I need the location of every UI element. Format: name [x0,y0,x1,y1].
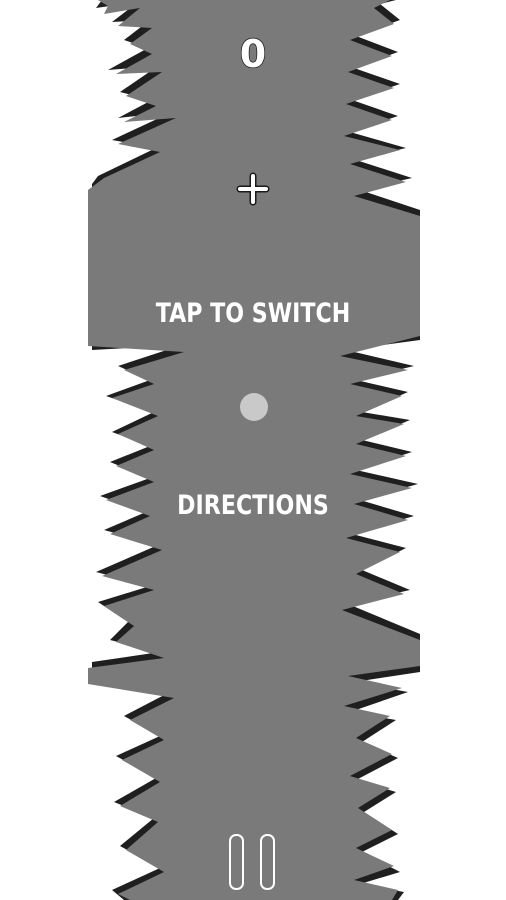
plus-icon [236,172,270,206]
instruction-text-bottom: DIRECTIONS [177,490,329,521]
cave-tunnel-body [88,0,420,900]
pause-button[interactable] [229,834,279,890]
pause-icon-bar [260,834,275,890]
instruction-text-top: TAP TO SWITCH [155,298,351,329]
pause-icon [229,834,244,890]
player-ball [240,393,268,421]
score-counter: 0 [239,31,267,77]
